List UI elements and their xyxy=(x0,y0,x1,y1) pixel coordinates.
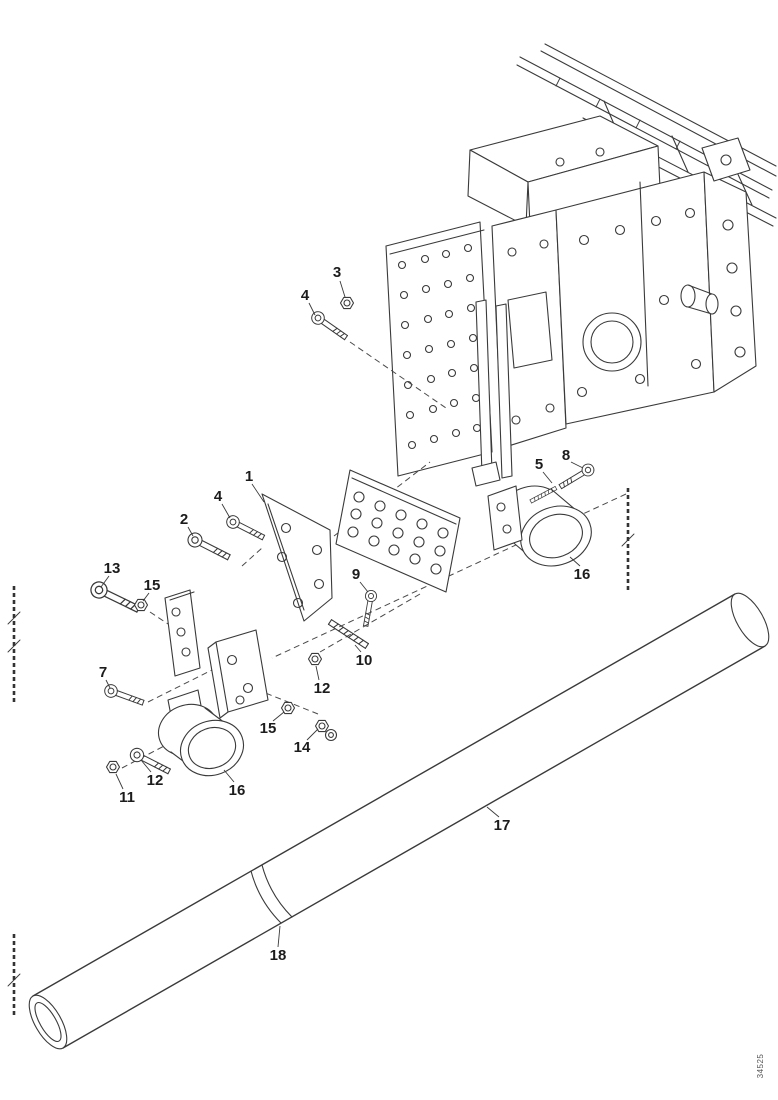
callout-label: 12 xyxy=(314,680,331,697)
clamp-right xyxy=(487,485,592,567)
callout-label: 12 xyxy=(147,772,164,789)
mounting-plate xyxy=(335,469,461,593)
callout-label: 2 xyxy=(180,511,188,528)
callout-label: 9 xyxy=(352,566,360,583)
nut-11 xyxy=(105,760,121,774)
callout: 8 xyxy=(562,447,584,469)
callout-label: 4 xyxy=(301,287,310,304)
callout-label: 5 xyxy=(535,456,543,473)
callout-label: 18 xyxy=(270,947,287,964)
callout-label: 14 xyxy=(294,739,311,756)
callout: 14 xyxy=(294,728,319,756)
callout-label: 8 xyxy=(562,447,570,464)
callout: 16 xyxy=(569,556,591,583)
callout: 17 xyxy=(486,806,511,834)
callout: 9 xyxy=(352,566,369,593)
callout: 16 xyxy=(223,769,246,799)
callout: 7 xyxy=(99,664,111,689)
callout: 13 xyxy=(100,560,121,588)
bolt-4-upper xyxy=(308,308,351,344)
callout: 4 xyxy=(301,287,316,316)
callout: 4 xyxy=(214,488,231,519)
strap-plate xyxy=(164,589,201,677)
doc-code: 34525 xyxy=(756,1054,765,1079)
washer-14 xyxy=(324,728,338,742)
bolt-9 xyxy=(359,589,378,628)
clamp-left xyxy=(157,689,245,777)
callout-label: 10 xyxy=(356,652,373,669)
callout: 2 xyxy=(180,511,194,537)
callout-label: 17 xyxy=(494,817,511,834)
callout: 15 xyxy=(260,711,285,737)
callout: 3 xyxy=(333,264,346,298)
bolt-4-lower xyxy=(224,513,267,544)
callout-label: 7 xyxy=(99,664,107,681)
support-tube xyxy=(28,592,770,1050)
frame-plate-holes xyxy=(397,243,482,450)
nut-15-upper xyxy=(133,598,149,612)
callout-label: 1 xyxy=(245,468,253,485)
bolt-13 xyxy=(87,578,143,618)
break-marks xyxy=(7,488,635,1016)
machine-frame xyxy=(385,43,777,487)
callout-label: 4 xyxy=(214,488,223,505)
callout: 1 xyxy=(245,468,265,503)
callout: 12 xyxy=(140,759,164,789)
nut-3 xyxy=(339,296,355,310)
callout: 5 xyxy=(535,456,553,484)
bolt-8 xyxy=(556,461,597,493)
callout-label: 3 xyxy=(333,264,341,281)
callout: 15 xyxy=(142,577,161,602)
callout-label: 16 xyxy=(229,782,246,799)
callout-label: 11 xyxy=(119,789,135,806)
callout: 10 xyxy=(354,644,373,669)
callout-label: 16 xyxy=(574,566,591,583)
tube-band xyxy=(250,864,293,924)
callout-label: 15 xyxy=(144,577,161,594)
callout-label: 15 xyxy=(260,720,277,737)
callout: 11 xyxy=(115,773,135,806)
stud-10 xyxy=(327,619,369,649)
nut-12-upper xyxy=(307,652,323,666)
callout: 12 xyxy=(314,665,331,697)
angle-bracket xyxy=(207,629,269,719)
callouts: 3 4 1 4 2 8 5 16 9 13 15 10 12 7 15 14 1… xyxy=(99,264,591,964)
callout-label: 13 xyxy=(104,560,121,577)
callout: 18 xyxy=(270,925,287,964)
gusset-plate xyxy=(261,493,333,622)
